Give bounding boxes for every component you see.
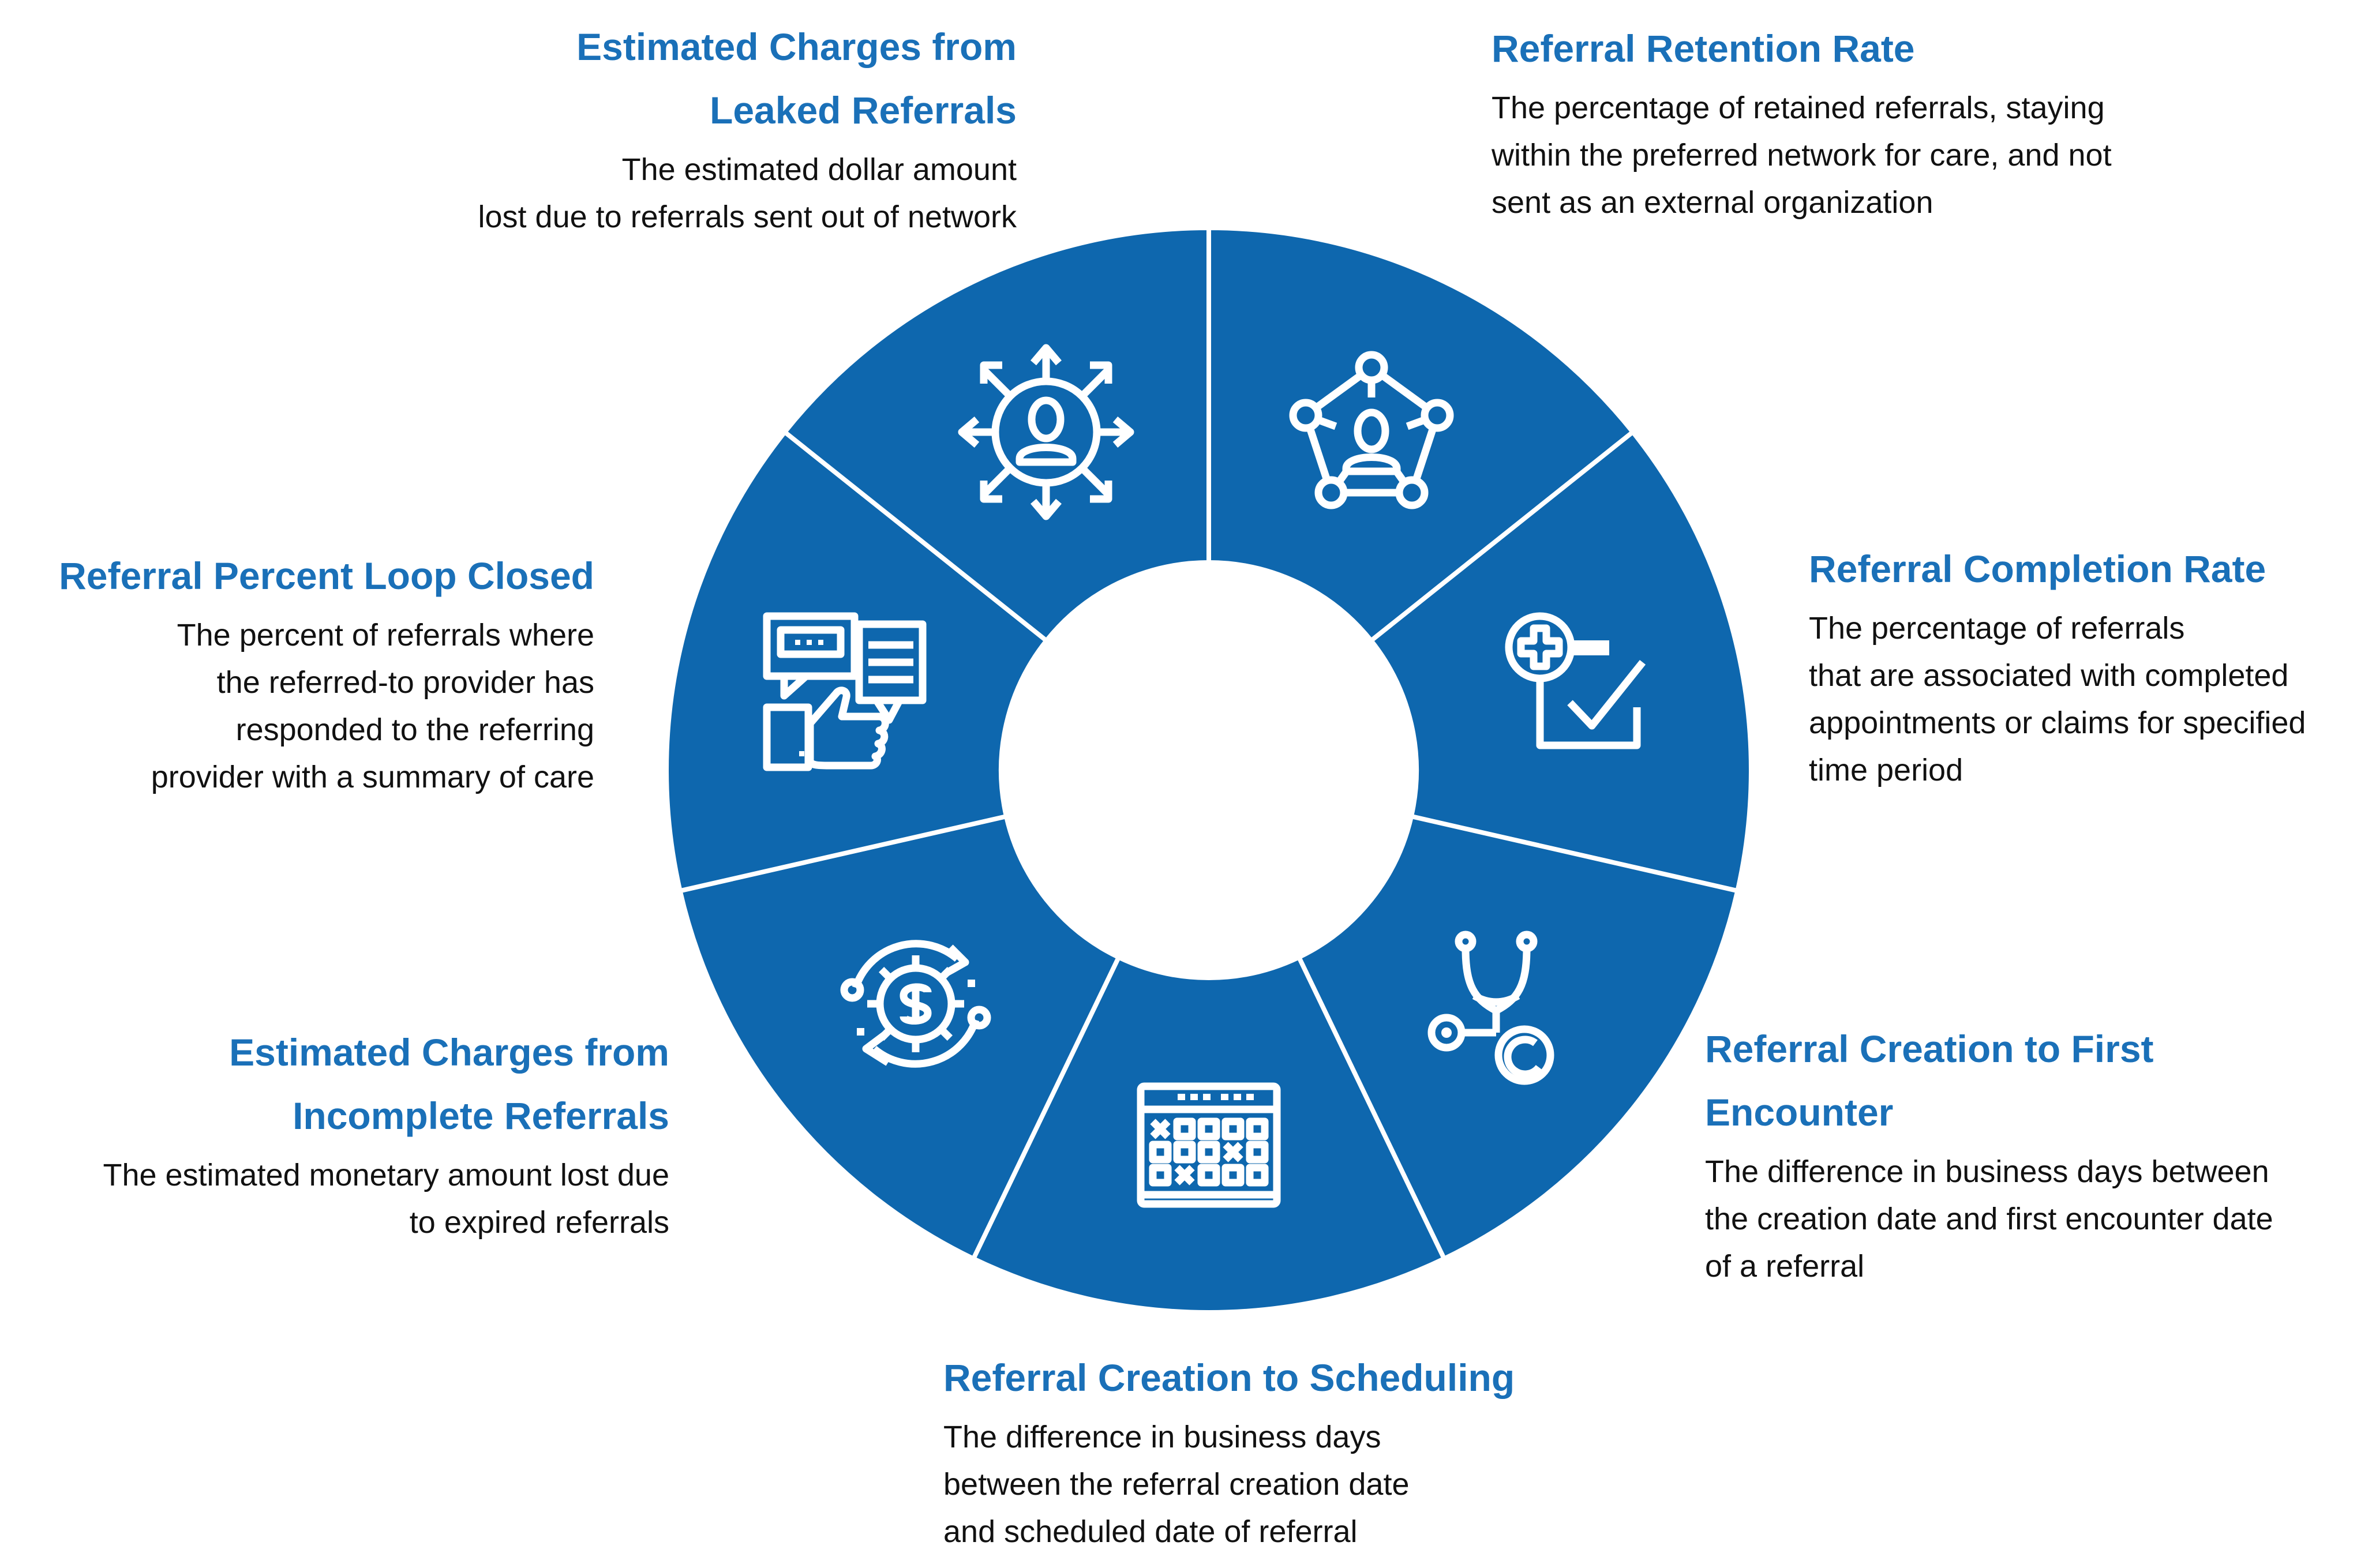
text-block-loop-closed: Referral Percent Loop Closed The percent… xyxy=(59,555,594,808)
block-body: The estimated dollar amount lost due to … xyxy=(478,153,1017,234)
block-body-line: sent as an external organization xyxy=(1492,185,1933,220)
block-heading: Incomplete Referrals xyxy=(293,1094,669,1137)
block-heading: Referral Creation to Scheduling xyxy=(943,1356,1515,1399)
block-heading: Referral Percent Loop Closed xyxy=(59,554,594,597)
block-body-line: lost due to referrals sent out of networ… xyxy=(478,200,1017,234)
block-body-line: The estimated monetary amount lost due xyxy=(103,1158,669,1192)
block-body-line: between the referral creation date xyxy=(943,1467,1410,1502)
segment-referral-completion-rate xyxy=(1367,429,1753,894)
block-heading: Estimated Charges from xyxy=(576,25,1017,68)
dollar-gear-cycle-icon xyxy=(840,940,991,1068)
text-block-completion-rate: Referral Completion Rate The percentage … xyxy=(1809,548,2306,801)
calendar-icon xyxy=(1137,1082,1281,1208)
block-body-line: within the preferred network for care, a… xyxy=(1492,138,2112,172)
block-body-line: and scheduled date of referral xyxy=(943,1514,1358,1549)
block-heading: Leaked Referrals xyxy=(710,89,1017,132)
block-body-line: appointments or claims for specified xyxy=(1809,706,2306,740)
text-block-retention-rate: Referral Retention Rate The percentage o… xyxy=(1492,28,2112,233)
block-heading: Estimated Charges from xyxy=(229,1031,669,1074)
block-body-line: time period xyxy=(1809,753,1963,787)
block-body-line: responded to the referring xyxy=(235,712,594,747)
block-body-line: The percentage of referrals xyxy=(1809,611,2185,646)
text-block-first-encounter: Referral Creation to First Encounter The… xyxy=(1705,1028,2273,1297)
block-body-line: that are associated with completed xyxy=(1809,658,2289,693)
block-body-line: of a referral xyxy=(1705,1249,1865,1284)
medical-search-checkmark-icon xyxy=(1505,612,1646,749)
referral-metrics-wheel xyxy=(664,225,1753,1315)
block-body-line: The percentage of retained referrals, st… xyxy=(1492,91,2105,125)
block-body-line: The estimated dollar amount xyxy=(621,152,1017,187)
block-body: The percentage of retained referrals, st… xyxy=(1492,91,2112,219)
stethoscope-icon xyxy=(1427,931,1554,1085)
text-block-incomplete-referrals: Estimated Charges from Incomplete Referr… xyxy=(103,1031,669,1253)
feedback-thumbs-up-icon xyxy=(763,612,927,771)
block-body: The difference in business days between … xyxy=(943,1420,1515,1548)
text-block-leaked-referrals: Estimated Charges from Leaked Referrals … xyxy=(478,26,1017,247)
block-body: The difference in business days between … xyxy=(1705,1155,2273,1283)
text-block-scheduling: Referral Creation to Scheduling The diff… xyxy=(943,1357,1515,1562)
block-body-line: The percent of referrals where xyxy=(177,618,594,652)
block-body-line: the creation date and first encounter da… xyxy=(1705,1202,2273,1236)
block-heading: Referral Retention Rate xyxy=(1492,27,1915,70)
segment-referral-retention-rate xyxy=(1206,225,1636,644)
block-body-line: to expired referrals xyxy=(409,1205,669,1240)
block-body: The percentage of referrals that are ass… xyxy=(1809,612,2306,787)
block-body-line: provider with a summary of care xyxy=(151,760,594,794)
network-pentagon-person-icon xyxy=(1289,351,1454,509)
block-body-line: the referred-to provider has xyxy=(216,665,594,700)
block-body-line: The difference in business days xyxy=(943,1420,1381,1454)
block-heading: Encounter xyxy=(1705,1091,1894,1134)
block-body: The percent of referrals where the refer… xyxy=(59,618,594,794)
block-body-line: The difference in business days between xyxy=(1705,1154,2269,1189)
person-outward-arrows-icon xyxy=(958,344,1134,520)
block-heading: Referral Completion Rate xyxy=(1809,547,2266,590)
block-body: The estimated monetary amount lost due t… xyxy=(103,1158,669,1239)
block-heading: Referral Creation to First xyxy=(1705,1027,2154,1070)
